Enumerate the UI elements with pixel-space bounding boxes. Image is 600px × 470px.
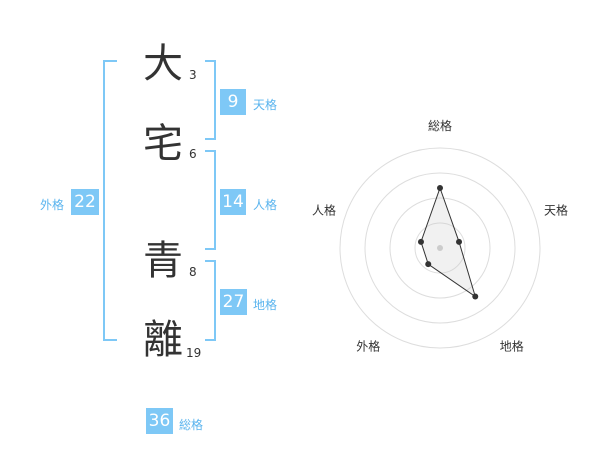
jinkaku-bracket xyxy=(205,150,216,250)
stroke-count-2: 6 xyxy=(189,147,197,161)
radar-point-3 xyxy=(472,293,479,300)
radar-ring xyxy=(389,197,491,299)
jinkaku-label: 人格 xyxy=(253,198,278,212)
chikaku-value: 27 xyxy=(220,289,247,315)
tenkaku-value: 9 xyxy=(220,89,246,115)
radar-ring xyxy=(339,147,541,349)
jinkaku-value: 14 xyxy=(220,189,246,215)
radar-axis-label: 天格 xyxy=(544,202,568,217)
tenkaku-bracket xyxy=(205,60,216,140)
radar-point-5 xyxy=(417,238,424,245)
tenkaku-label: 天格 xyxy=(253,98,278,112)
name-char-1: 大 xyxy=(143,41,183,87)
radar-point-1 xyxy=(437,185,443,191)
radar-point-4 xyxy=(425,261,432,268)
radar-ring xyxy=(364,172,516,324)
radar-ring xyxy=(414,222,466,274)
radar-axis-label: 総格 xyxy=(428,118,452,133)
soukaku-label: 総格 xyxy=(179,418,204,432)
chikaku-label: 地格 xyxy=(253,298,278,312)
soukaku-value: 36 xyxy=(146,408,173,434)
stroke-count-1: 3 xyxy=(189,68,197,82)
stroke-count-3: 8 xyxy=(189,265,197,279)
stroke-count-4: 19 xyxy=(186,346,202,360)
chikaku-bracket xyxy=(205,260,216,341)
radar-axis-label: 人格 xyxy=(312,202,336,217)
gaikaku-label: 外格 xyxy=(40,198,65,212)
name-char-2: 宅 xyxy=(143,121,183,167)
gaikaku-value: 22 xyxy=(71,189,99,215)
name-char-3: 青 xyxy=(143,238,183,284)
radar-axis-label: 地格 xyxy=(500,339,524,354)
radar-axis-label: 外格 xyxy=(356,339,380,354)
radar-center-dot xyxy=(437,245,443,251)
radar-series-area xyxy=(420,186,477,298)
name-char-4: 離 xyxy=(143,317,183,363)
gaikaku-bracket xyxy=(103,60,117,341)
radar-point-2 xyxy=(456,238,463,245)
